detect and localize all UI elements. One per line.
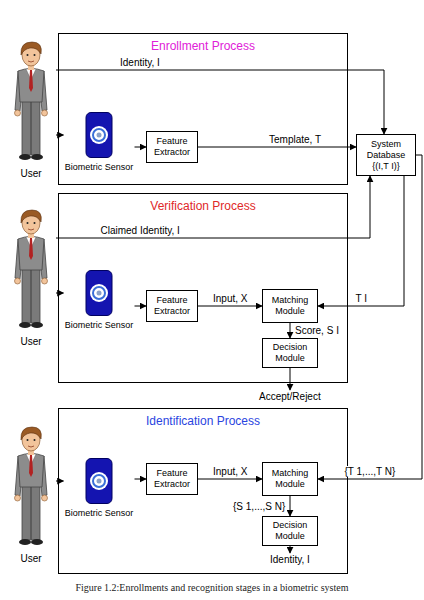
box-label: Decision Module [263,342,317,364]
connector-label: Input, X [212,466,248,477]
user-figure [6,425,56,550]
database-box: System Database {(I,T I)} [356,134,416,176]
sensor-icon [84,112,114,158]
box-label: Feature Extractor [147,295,197,317]
figure-caption: Figure 1.2:Enrollments and recognition s… [4,582,420,594]
user-figure [6,40,56,165]
process-group: Verification ProcessBiometric Sensor Feat… [58,193,348,383]
box-label: Decision Module [263,520,317,542]
sensor-label: Biometric Sensor [64,320,135,331]
box-label: Matching Module [263,295,317,317]
connector-arrow [198,306,262,307]
connector-arrow [198,147,356,148]
process-box: Matching Module [262,289,318,323]
process-title: Enrollment Process [59,39,347,53]
connector-label: {T 1,...,T N} [344,466,397,477]
biometric-sensor: Biometric Sensor [64,270,135,336]
box-label: Feature Extractor [147,468,197,490]
connector-arrow [135,306,147,307]
connector-arrow [318,176,404,306]
output-arrow [290,368,291,390]
process-title: Identification Process [59,414,347,428]
output-label: Identity, I [269,554,311,565]
connector-label: Input, X [212,293,248,304]
user-figure-node: User [6,40,56,180]
connector-label: {S 1,...,S N} [232,501,286,512]
connector-label: Score, S I [294,325,340,336]
connector-label: Template, T [268,134,322,145]
user-figure-node: User [6,208,56,348]
user-figure [6,208,56,333]
connector-label: T I [355,293,368,304]
process-box: Feature Extractor [146,131,198,163]
biometric-sensor: Biometric Sensor [64,112,135,178]
output-arrow [290,546,291,553]
connector-arrow [56,176,370,238]
user-label: User [6,553,56,565]
sensor-label: Biometric Sensor [64,162,135,173]
user-label: User [6,168,56,180]
process-box: Decision Module [262,516,318,546]
process-box: Feature Extractor [146,463,198,495]
process-group: Identification ProcessBiometric Sensor Fe… [58,408,348,574]
connector-label: Identity, I [119,57,161,68]
connector-arrow [290,323,291,338]
connector-arrow [198,479,262,480]
connector-label: Claimed Identity, I [100,225,181,236]
connector-arrow [135,479,147,480]
connector-arrow [318,155,422,479]
box-label: Matching Module [263,468,317,490]
user-label: User [6,336,56,348]
connector-arrow [290,496,291,516]
process-box: Feature Extractor [146,290,198,322]
connector-arrow [135,147,147,148]
process-box: Matching Module [262,462,318,496]
process-group: Enrollment ProcessBiometric Sensor Featur… [58,33,348,185]
process-box: Decision Module [262,338,318,368]
sensor-icon [84,270,114,316]
database-label: System Database {(I,T I)} [357,139,415,172]
user-figure-node: User [6,425,56,565]
sensor-icon [84,458,114,504]
sensor-label: Biometric Sensor [64,508,135,519]
biometric-sensor: Biometric Sensor [64,458,135,524]
box-label: Feature Extractor [147,136,197,158]
process-title: Verification Process [59,199,347,213]
output-label: Accept/Reject [258,391,322,402]
